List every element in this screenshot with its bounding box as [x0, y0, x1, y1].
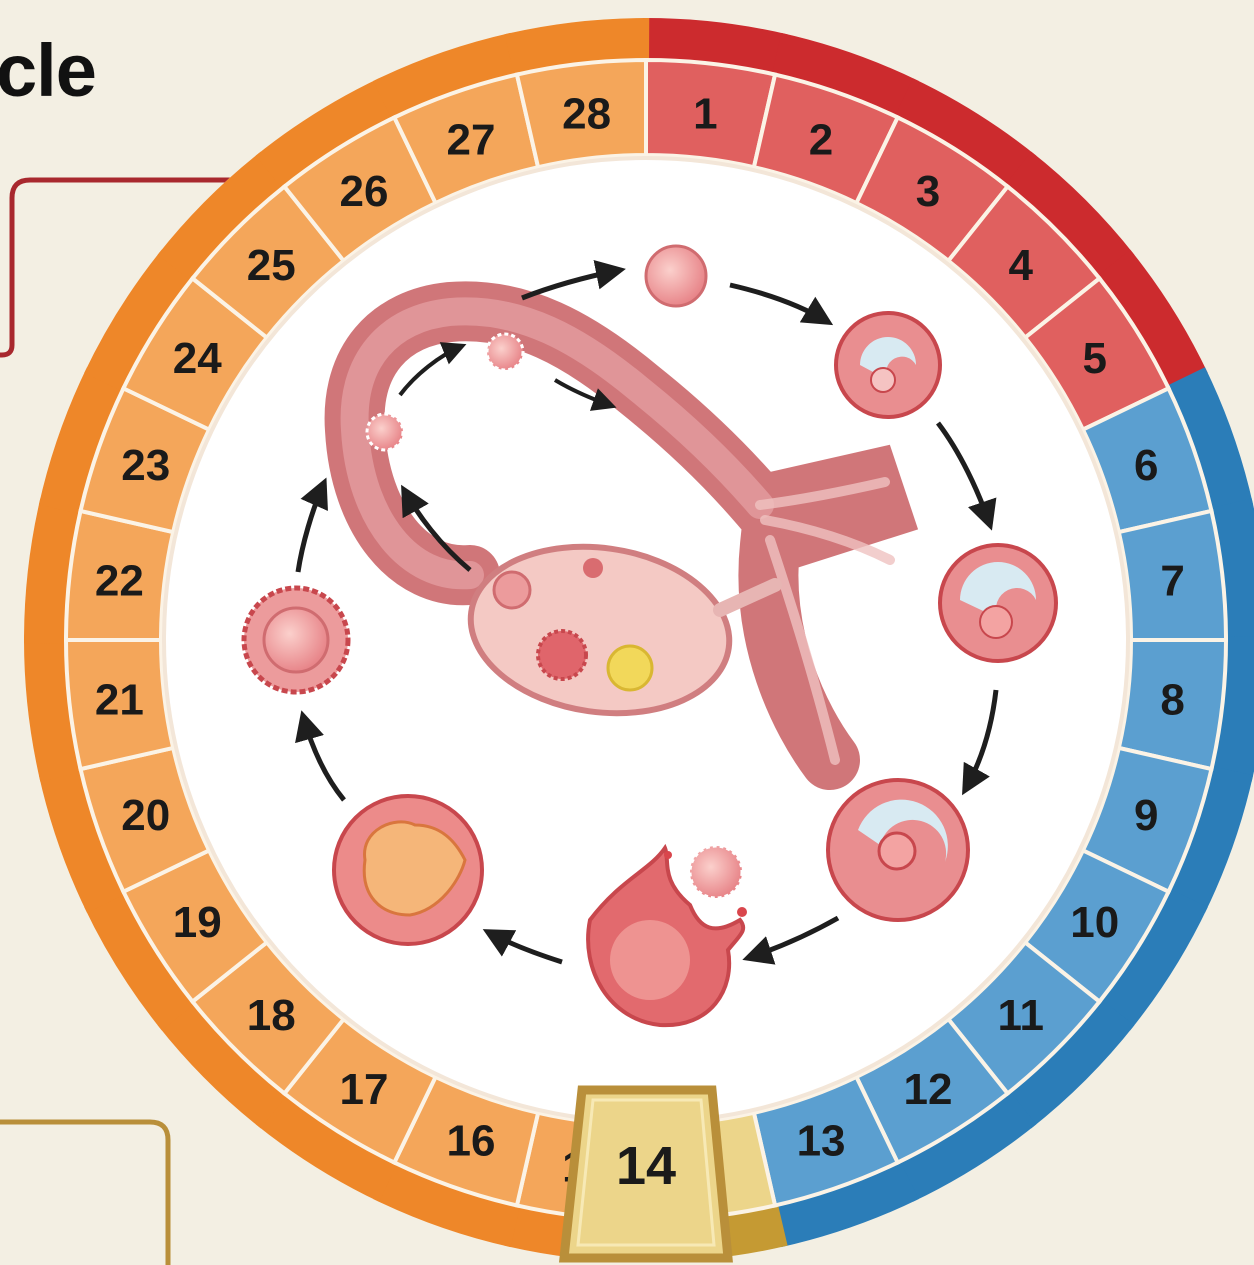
day-label-23: 23 — [121, 441, 170, 490]
day-label-19: 19 — [173, 898, 222, 947]
corpus-albicans — [244, 588, 348, 692]
primary-follicle — [836, 313, 940, 417]
primordial-follicle — [646, 246, 706, 306]
day-label-1: 1 — [693, 89, 717, 138]
day-label-24: 24 — [173, 334, 222, 383]
day-label-6: 6 — [1134, 441, 1158, 490]
day-label-5: 5 — [1083, 334, 1107, 383]
day-label-25: 25 — [247, 241, 296, 290]
day-label-4: 4 — [1009, 241, 1034, 290]
day-label-28: 28 — [562, 89, 611, 138]
day-label-14: 14 — [616, 1136, 676, 1196]
day-label-22: 22 — [95, 557, 144, 606]
info-box-outline-bottom — [0, 1122, 168, 1265]
day-label-7: 7 — [1160, 557, 1184, 606]
corpus-luteum — [334, 796, 482, 944]
day-label-17: 17 — [340, 1065, 389, 1114]
day-label-12: 12 — [904, 1065, 953, 1114]
day-label-3: 3 — [916, 167, 940, 216]
day-label-9: 9 — [1134, 791, 1158, 840]
day-label-16: 16 — [446, 1116, 495, 1165]
day-label-11: 11 — [998, 991, 1045, 1040]
day-label-21: 21 — [95, 675, 144, 724]
day-label-26: 26 — [340, 167, 389, 216]
day-label-13: 13 — [797, 1116, 846, 1165]
day-label-10: 10 — [1070, 898, 1119, 947]
secondary-follicle — [940, 545, 1056, 661]
day-label-18: 18 — [247, 991, 296, 1040]
day-label-8: 8 — [1160, 675, 1184, 724]
day-label-2: 2 — [809, 116, 833, 165]
day-label-20: 20 — [121, 791, 170, 840]
day-label-27: 27 — [446, 116, 495, 165]
antral-follicle — [828, 780, 968, 920]
